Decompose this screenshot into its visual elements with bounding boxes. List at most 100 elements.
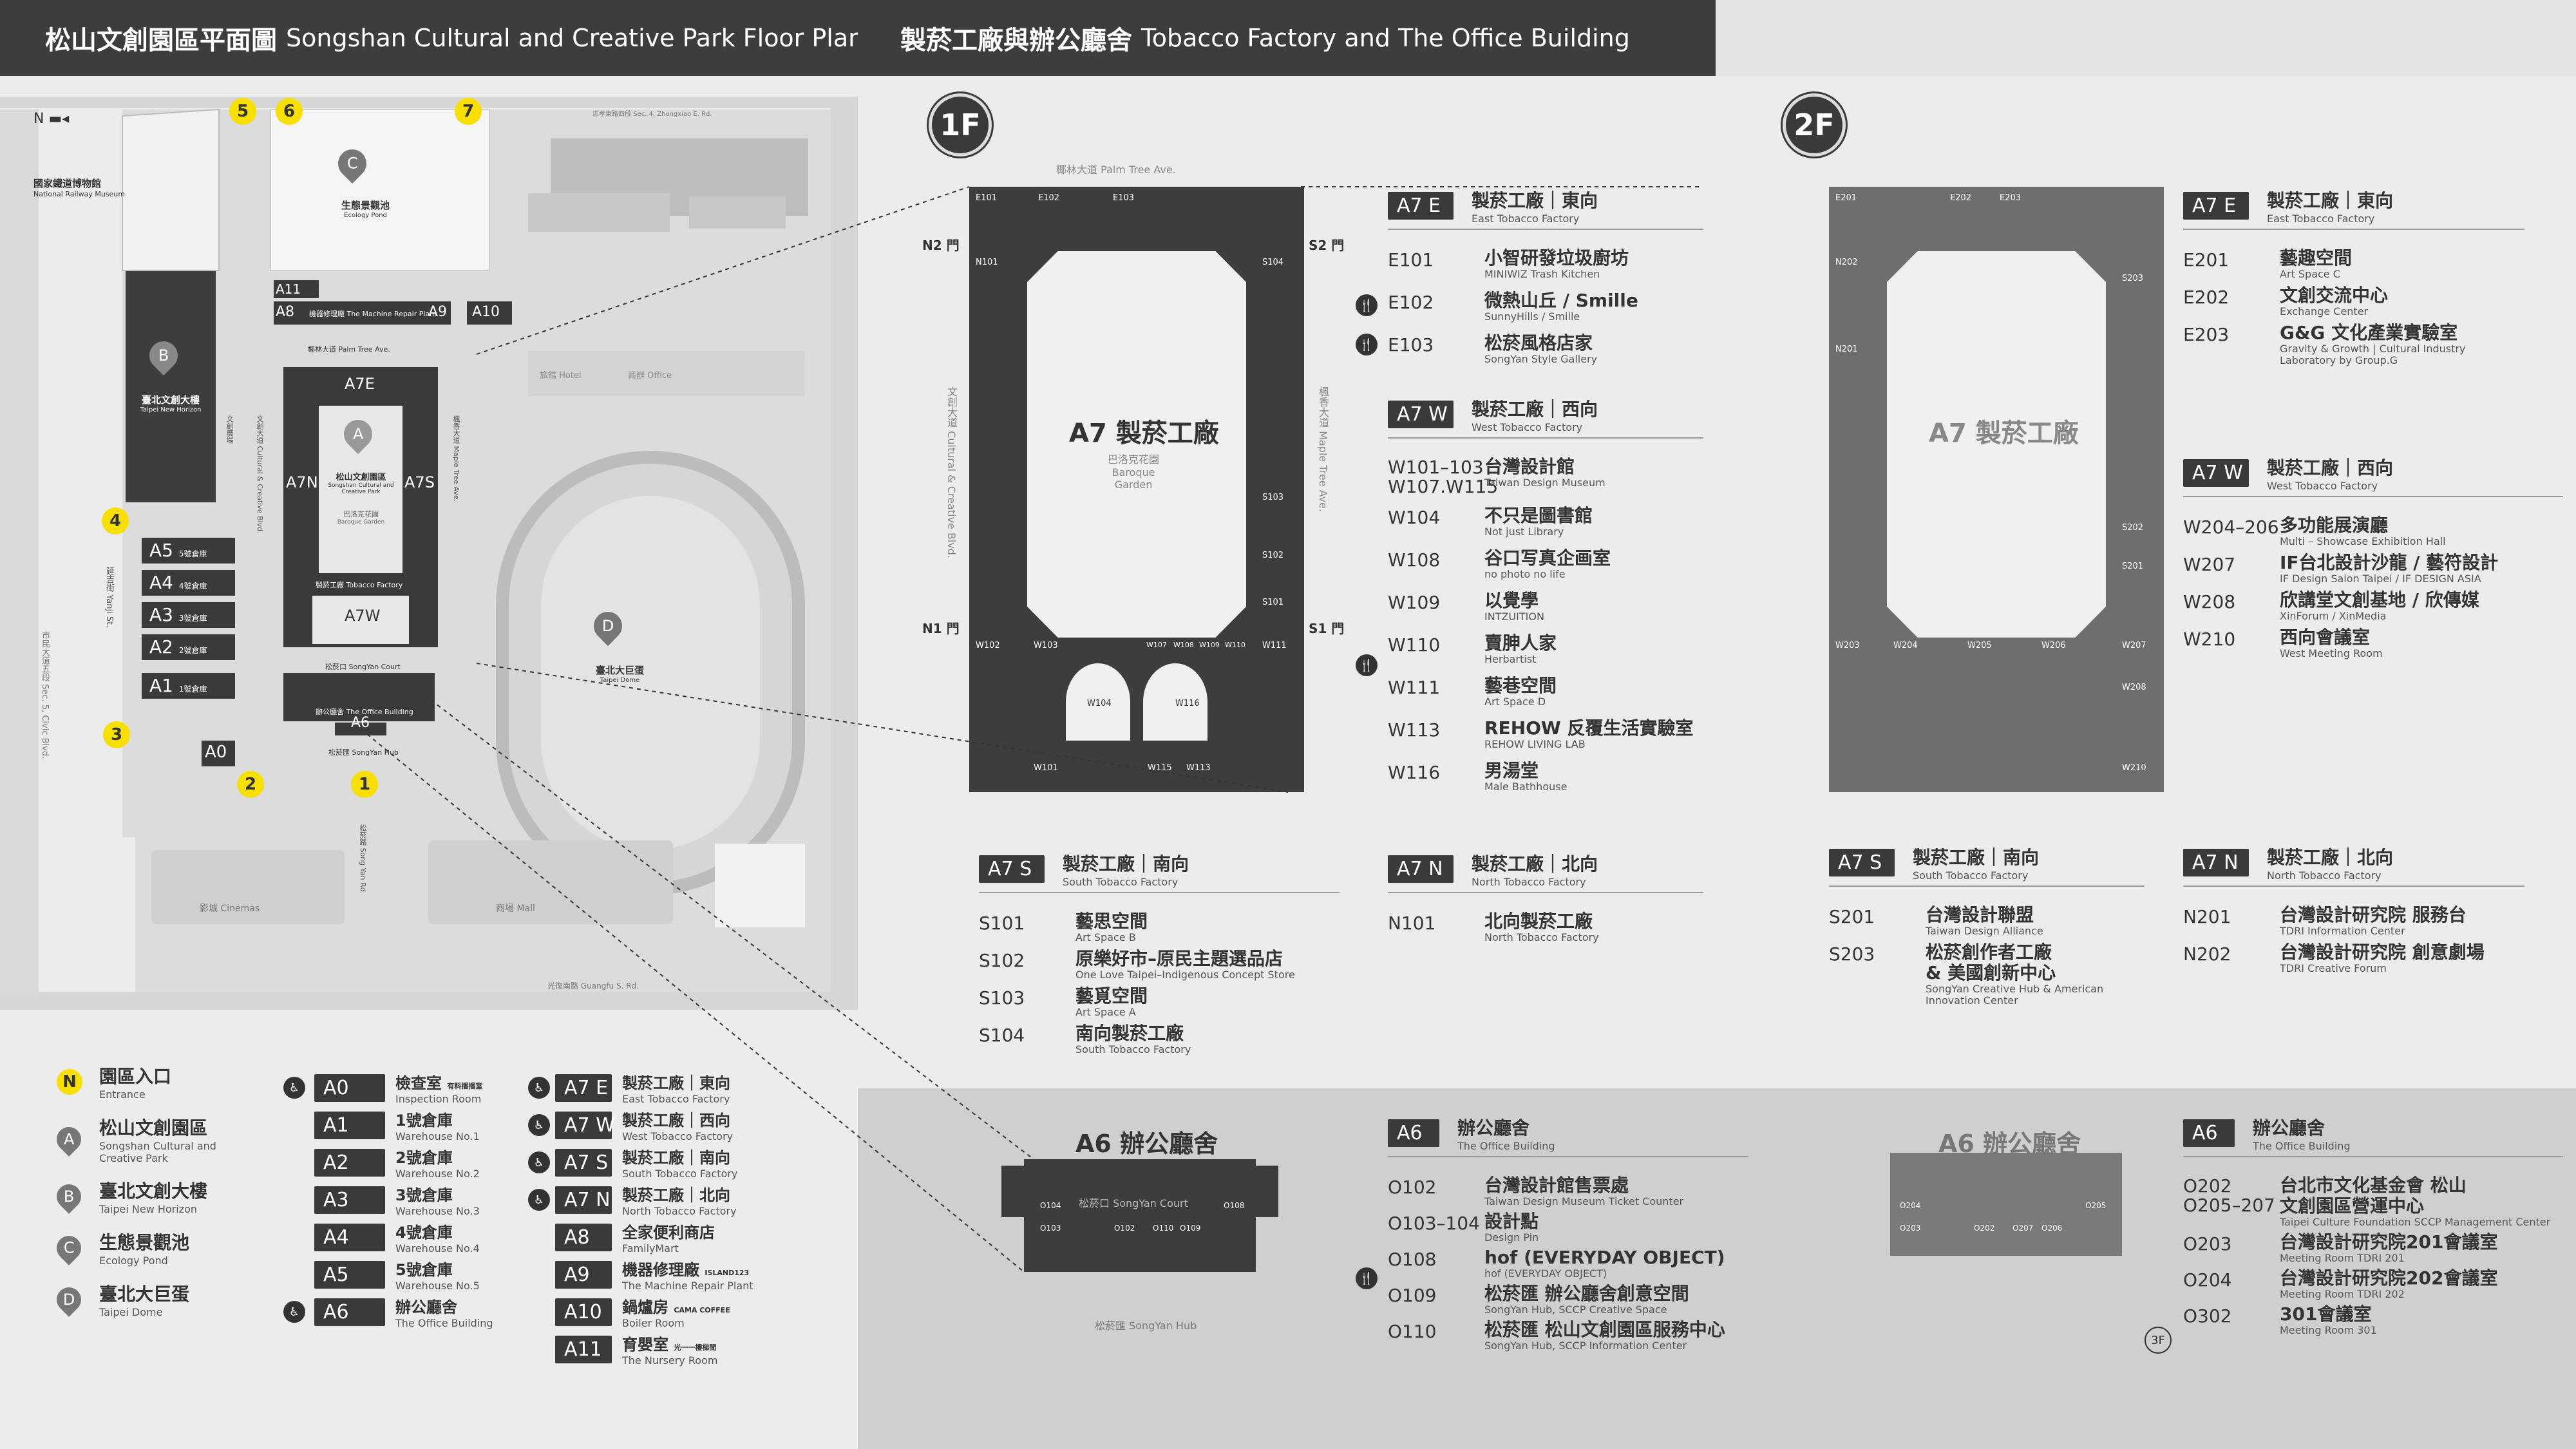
room-o109[interactable]: O109 [1180,1224,1201,1233]
room-s101[interactable]: S101 [1262,598,1284,607]
room-w102[interactable]: W102 [976,641,1000,650]
room-n201[interactable]: N201 [1835,345,1858,354]
room-e203[interactable]: E203 [2000,193,2022,203]
room-o202[interactable]: O202 [1974,1224,1995,1233]
room-w210[interactable]: W210 [2122,763,2146,773]
door-n1[interactable]: N1 門 [922,621,960,636]
room-s102[interactable]: S102 [1262,551,1284,560]
door-s2[interactable]: S2 門 [1309,238,1345,253]
entrance-6-icon[interactable]: 6 [276,98,303,125]
room-w107[interactable]: W107 [1146,641,1167,649]
room-o207[interactable]: O207 [2012,1224,2034,1233]
room-w206[interactable]: W206 [2041,641,2066,650]
room-o205[interactable]: O205 [2085,1201,2107,1210]
room-w116[interactable]: W116 [1175,699,1200,708]
room-s201[interactable]: S201 [2122,562,2144,571]
room-o206[interactable]: O206 [2041,1224,2063,1233]
room-o103[interactable]: O103 [1040,1224,1061,1233]
door-s1[interactable]: S1 門 [1309,621,1345,636]
room-w103[interactable]: W103 [1034,641,1058,650]
room-o108[interactable]: O108 [1224,1201,1245,1210]
room-w204[interactable]: W204 [1893,641,1918,650]
room-o104[interactable]: O104 [1040,1201,1061,1210]
room-w109[interactable]: W109 [1199,641,1220,649]
entrance-4-icon[interactable]: 4 [102,507,129,535]
room-e202[interactable]: E202 [1950,193,1972,203]
room-o110[interactable]: O110 [1153,1224,1174,1233]
office2-title: A6 辦公廳舍 [1938,1130,2081,1158]
entrance-3-icon[interactable]: 3 [103,721,130,748]
room-w111[interactable]: W111 [1262,641,1287,650]
door-n2[interactable]: N2 門 [922,238,960,253]
room-w101[interactable]: W101 [1034,763,1058,773]
entrance-1-icon[interactable]: 1 [351,771,378,798]
room-e101[interactable]: E101 [976,193,998,203]
room-w205[interactable]: W205 [1967,641,1992,650]
room-s104[interactable]: S104 [1262,258,1284,267]
room-w115[interactable]: W115 [1148,763,1172,773]
room-w110[interactable]: W110 [1225,641,1245,649]
floor-2f-badge[interactable]: 2F [1783,93,1846,156]
room-o102[interactable]: O102 [1114,1224,1135,1233]
room-s203[interactable]: S203 [2122,274,2144,283]
room-e103[interactable]: E103 [1113,193,1135,203]
room-w113[interactable]: W113 [1186,763,1211,773]
room-e201[interactable]: E201 [1835,193,1857,203]
entrance-7-icon[interactable]: 7 [455,98,482,125]
room-w104[interactable]: W104 [1087,699,1112,708]
room-o204[interactable]: O204 [1900,1201,1921,1210]
room-e102[interactable]: E102 [1038,193,1060,203]
room-w207[interactable]: W207 [2122,641,2146,650]
room-s202[interactable]: S202 [2122,523,2144,533]
entrance-2-icon[interactable]: 2 [237,771,264,798]
room-w208[interactable]: W208 [2122,683,2146,692]
room-w108[interactable]: W108 [1173,641,1194,649]
map-label-a0: A0 [205,743,227,762]
room-w203[interactable]: W203 [1835,641,1860,650]
room-n101[interactable]: N101 [976,258,998,267]
floor-1f-badge[interactable]: 1F [929,93,992,156]
room-n202[interactable]: N202 [1835,258,1858,267]
room-o203[interactable]: O203 [1900,1224,1921,1233]
entrance-5-icon[interactable]: 5 [229,98,256,125]
room-s103[interactable]: S103 [1262,493,1284,502]
